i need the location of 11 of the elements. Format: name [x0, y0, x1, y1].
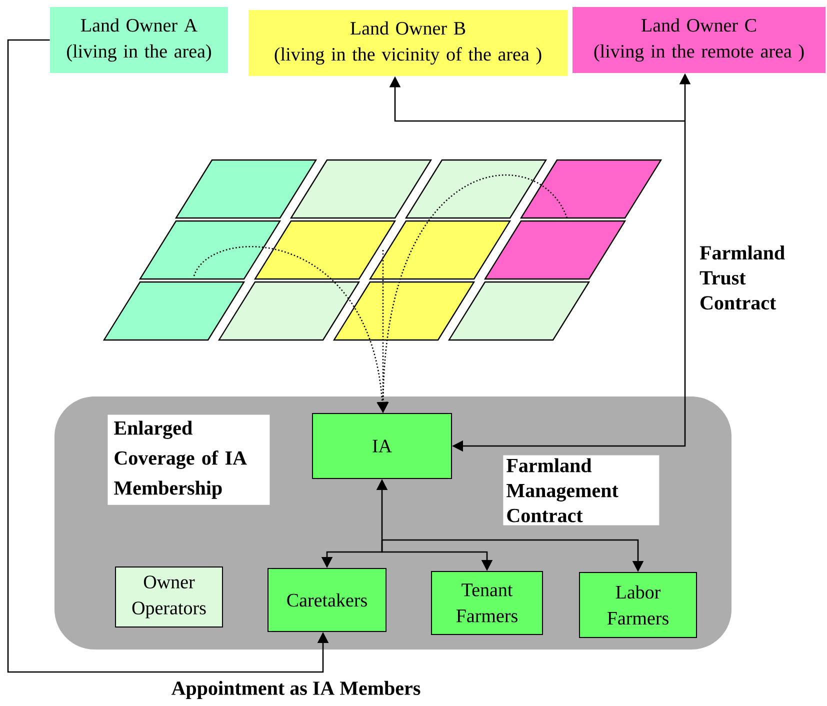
edge-label: Farmland Management Contract	[503, 455, 660, 526]
farmer-group-box: Caretakers	[268, 568, 386, 632]
farmer-group-box: Tenant Farmers	[431, 571, 543, 635]
edge-label: Farmland Trust Contract	[700, 246, 785, 310]
organization-box: IA	[312, 413, 452, 479]
edge-label: Appointment as IA Members	[171, 680, 420, 700]
farmer-group-box: Labor Farmers	[579, 572, 697, 638]
land-owner-box: Land Owner A (living in the area)	[50, 7, 228, 73]
farmer-group-box: Owner Operators	[115, 566, 223, 628]
land-owner-box: Land Owner C (living in the remote area )	[572, 7, 826, 73]
land-owner-box: Land Owner B (living in the vicinity of the area )	[248, 10, 568, 76]
